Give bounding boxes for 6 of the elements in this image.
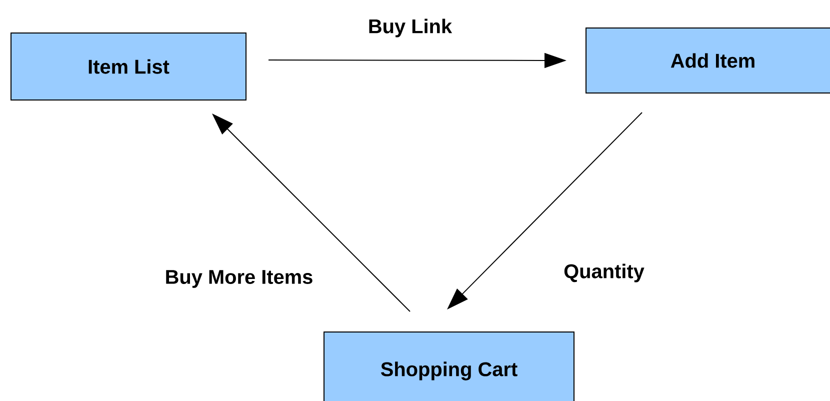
process-box: Shopping Cart	[324, 332, 574, 401]
edge-label: Quantity	[564, 264, 644, 282]
process-box: Add Item	[586, 28, 830, 94]
process-box: Item List	[10, 32, 246, 100]
edge-label: Buy More Items	[166, 270, 312, 288]
edge-label: Buy Link	[369, 18, 452, 38]
